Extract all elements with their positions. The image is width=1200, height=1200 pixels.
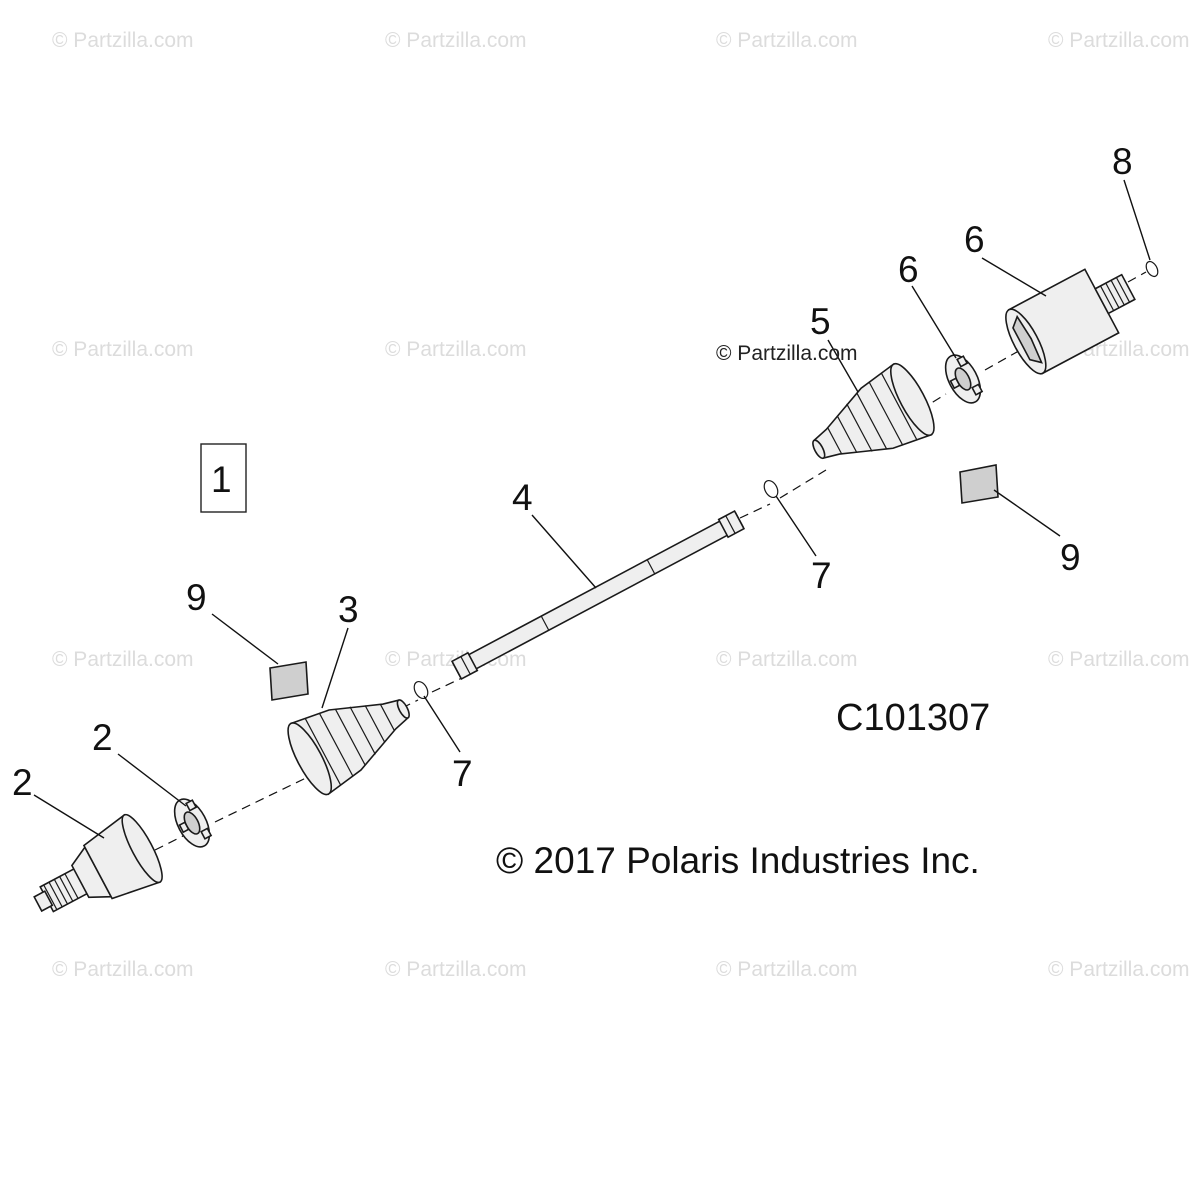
copyright-notice: © 2017 Polaris Industries Inc. bbox=[496, 840, 980, 881]
outer-cv-housing bbox=[33, 813, 163, 913]
watermark: © Partzilla.com bbox=[385, 338, 527, 361]
boot-neck bbox=[812, 439, 826, 460]
shaft-spline-left bbox=[450, 651, 479, 681]
decal-right bbox=[959, 464, 999, 504]
housing-rim bbox=[121, 813, 163, 884]
leader-7a bbox=[423, 695, 461, 753]
axle-shaft bbox=[450, 509, 746, 681]
inner-cv-housing bbox=[1005, 268, 1136, 375]
callout-6b: 6 bbox=[964, 219, 985, 260]
leader-6b bbox=[981, 257, 1047, 297]
decal-plate bbox=[269, 661, 309, 701]
callout-2a: 2 bbox=[12, 762, 33, 803]
leader-5 bbox=[827, 339, 859, 393]
watermark: © Partzilla.com bbox=[52, 648, 194, 671]
stub-tip bbox=[33, 890, 54, 913]
cage-window bbox=[185, 799, 198, 812]
housing-stub bbox=[1094, 273, 1136, 315]
callout-7a: 7 bbox=[452, 753, 473, 794]
watermark-main: © Partzilla.com bbox=[716, 342, 858, 365]
decal-plate bbox=[959, 464, 999, 504]
cv-cage-left bbox=[173, 798, 213, 848]
housing-bore bbox=[1012, 314, 1043, 364]
watermark: © Partzilla.com bbox=[1048, 29, 1190, 52]
boot-neck bbox=[396, 699, 410, 719]
snap-ring-outline bbox=[1145, 260, 1159, 278]
watermark: © Partzilla.com bbox=[52, 958, 194, 981]
shaft-spline-right bbox=[717, 509, 746, 539]
kit-label: 1 bbox=[211, 459, 232, 500]
callout-9b: 9 bbox=[1060, 537, 1081, 578]
circlip-ring bbox=[413, 680, 429, 700]
leader-9b bbox=[993, 489, 1061, 537]
snap-ring bbox=[1145, 260, 1159, 278]
leader-3 bbox=[321, 627, 349, 709]
leader-7b bbox=[775, 495, 817, 557]
callout-5: 5 bbox=[810, 301, 831, 342]
leader-2a bbox=[33, 794, 105, 839]
watermark: © Partzilla.com bbox=[385, 29, 527, 52]
circlip-left bbox=[413, 680, 429, 700]
decal-left bbox=[269, 661, 309, 701]
cage-window bbox=[971, 383, 984, 396]
callout-6a: 6 bbox=[898, 249, 919, 290]
circlip-right bbox=[763, 479, 779, 499]
watermark: © Partzilla.com bbox=[716, 29, 858, 52]
circlip-ring bbox=[763, 479, 779, 499]
diagram-code: C101307 bbox=[836, 697, 990, 739]
watermark: © Partzilla.com bbox=[52, 338, 194, 361]
kit-label-frame bbox=[200, 443, 247, 513]
watermark: © Partzilla.com bbox=[1048, 958, 1190, 981]
leader-9a bbox=[211, 613, 279, 665]
cv-boot-right bbox=[812, 362, 935, 460]
leader-2b bbox=[117, 753, 187, 807]
watermark: © Partzilla.com bbox=[52, 29, 194, 52]
kit-label-box: 1 bbox=[200, 443, 247, 513]
cage-window bbox=[178, 821, 190, 834]
cv-boot-left bbox=[287, 699, 410, 796]
leader-8 bbox=[1123, 179, 1151, 261]
leader-6a bbox=[911, 285, 957, 359]
watermark: © Partzilla.com bbox=[716, 648, 858, 671]
boot-mouth bbox=[287, 722, 333, 796]
leader-4 bbox=[531, 514, 597, 589]
callout-2b: 2 bbox=[92, 717, 113, 758]
cage-window bbox=[200, 827, 213, 840]
watermark: © Partzilla.com bbox=[385, 958, 527, 981]
callout-8: 8 bbox=[1112, 141, 1133, 182]
cv-cage-right bbox=[944, 354, 984, 404]
shaft-body bbox=[451, 511, 745, 679]
cage-window bbox=[949, 377, 961, 390]
watermark: © Partzilla.com bbox=[1048, 648, 1190, 671]
callout-3: 3 bbox=[338, 589, 359, 630]
callouts: 2 2 3 4 5 6 6 7 7 8 9 9 bbox=[12, 141, 1133, 803]
boot-mouth bbox=[890, 362, 935, 437]
callout-7b: 7 bbox=[811, 555, 832, 596]
leader-lines bbox=[33, 179, 1151, 839]
watermark: © Partzilla.com bbox=[716, 958, 858, 981]
callout-4: 4 bbox=[512, 477, 533, 518]
callout-9a: 9 bbox=[186, 577, 207, 618]
cage-window bbox=[956, 355, 969, 368]
